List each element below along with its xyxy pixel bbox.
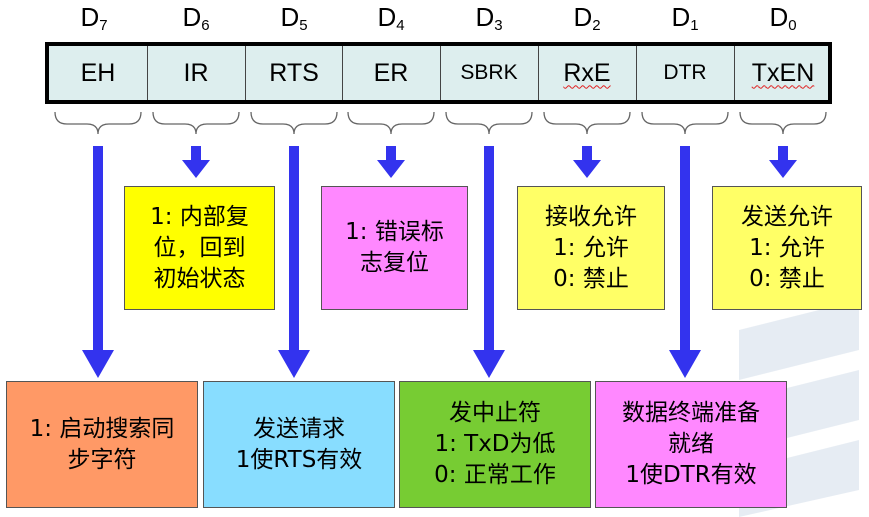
arrow-d3 (473, 146, 505, 378)
register-divider (636, 46, 637, 100)
brace-d3 (445, 111, 533, 135)
bit-label-d0: D0 (769, 2, 797, 34)
brace-d0 (739, 111, 827, 135)
note-d7-enter-hunt: 1: 启动搜索同 步字符 (6, 381, 198, 508)
register-divider (440, 46, 441, 100)
arrow-d0 (769, 146, 797, 178)
register-divider (342, 46, 343, 100)
bit-label-d2: D2 (573, 2, 601, 34)
bit-label-d4: D4 (377, 2, 405, 34)
control-register (45, 42, 832, 104)
note-d6-internal-reset: 1: 内部复 位，回到 初始状态 (124, 186, 275, 310)
register-divider (734, 46, 735, 100)
note-d5-request-to-send: 发送请求 1使RTS有效 (203, 381, 395, 508)
arrow-d1 (669, 146, 701, 378)
field-txen: TxEN (751, 58, 815, 87)
arrow-group (82, 146, 797, 378)
field-sbrk: SBRK (460, 61, 518, 84)
arrow-d6 (182, 146, 210, 178)
bit-label-d1: D1 (671, 2, 699, 34)
register-divider (147, 46, 148, 100)
field-eh: EH (80, 58, 116, 87)
field-rts: RTS (269, 58, 319, 87)
arrow-d2 (573, 146, 601, 178)
bit-label-d7: D7 (80, 2, 108, 34)
brace-d1 (641, 111, 729, 135)
note-d0-transmit-enable: 发送允许 1: 允许 0: 禁止 (712, 186, 862, 310)
bit-label-d6: D6 (182, 2, 210, 34)
brace-d6 (152, 111, 240, 135)
field-rxe: RxE (563, 58, 611, 87)
bit-label-d5: D5 (280, 2, 308, 34)
brace-d5 (250, 111, 338, 135)
field-er: ER (373, 58, 409, 87)
field-dtr: DTR (663, 61, 707, 84)
bit-label-d3: D3 (475, 2, 503, 34)
arrow-d7 (82, 146, 114, 378)
brace-d4 (347, 111, 435, 135)
arrow-d4 (377, 146, 405, 178)
brace-d7 (54, 111, 142, 135)
register-divider (538, 46, 539, 100)
arrow-d5 (278, 146, 310, 378)
note-d4-error-reset: 1: 错误标 志复位 (321, 186, 468, 310)
note-d2-receive-enable: 接收允许 1: 允许 0: 禁止 (517, 186, 665, 310)
brace-group (54, 111, 827, 135)
note-d3-send-break: 发中止符 1: TxD为低 0: 正常工作 (399, 381, 591, 508)
field-ir: IR (183, 58, 209, 87)
note-d1-data-terminal-ready: 数据终端准备 就绪 1使DTR有效 (595, 381, 787, 508)
register-divider (245, 46, 246, 100)
brace-d2 (543, 111, 631, 135)
